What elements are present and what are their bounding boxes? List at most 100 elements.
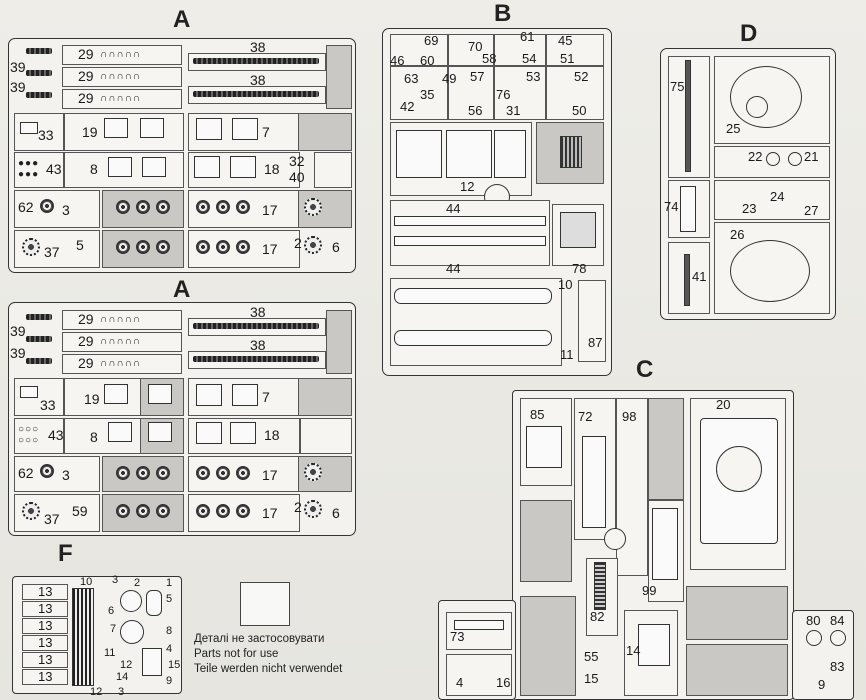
sprocket-part [304,500,322,518]
sprocket-part [304,236,322,254]
part-number: 35 [420,87,435,102]
part-number: 20 [716,397,731,412]
bogie-part [140,118,164,138]
row-cell [62,354,182,374]
row-cell [14,152,64,188]
wheel-part [236,504,250,518]
row-cell [494,34,546,66]
row-cell [22,635,68,651]
bogie-part [108,157,132,177]
track-link [26,358,52,364]
part-number: 8 [90,429,98,445]
part-number: 70 [468,39,483,54]
part-number: 13 [38,669,53,684]
part-number: 21 [804,149,819,164]
sprue-ring [604,528,626,550]
part-number: 3 [112,574,119,586]
row-cell [446,612,512,650]
pe-bracket-part [146,590,162,616]
pe-ring-part [120,590,142,612]
track-run [193,323,319,329]
legend-swatch [240,582,290,626]
wheel-part [236,200,250,214]
ring-part [806,630,822,646]
turret-ring [716,446,762,492]
suspension-part [196,422,222,444]
track-pins: ∩∩∩∩∩ [100,336,141,347]
part-number: 25 [726,121,741,136]
part-number: 33 [40,397,56,413]
grille-part [560,136,582,168]
part-number: 9 [166,675,173,687]
wheel-part [216,504,230,518]
sprue-gate [520,500,572,582]
bogie-part [148,384,172,404]
wheel-part [40,464,54,478]
part-number: 32 [289,153,305,169]
track-run [193,356,319,362]
part-number: 58 [482,51,497,66]
wheel-part [136,240,150,254]
part-number: 76 [496,87,511,102]
part-number: 39 [10,59,26,75]
sprue-gate [686,586,788,640]
part-number: 38 [250,337,266,353]
part-number: 33 [38,127,54,143]
row-cell [616,398,648,576]
part-number: 2 [294,499,302,515]
row-cell [448,34,494,66]
legend-text-english: Parts not for use [194,648,279,660]
fender-part [582,436,606,528]
part-number: 38 [250,39,266,55]
track-guard-part [394,330,552,346]
wheel-part [236,466,250,480]
part-number: 10 [558,277,573,292]
track-pins: ∩∩∩∩∩ [100,49,141,60]
rod-part [684,254,690,306]
turret-top-part [730,66,802,128]
hatch-part [746,96,768,118]
part-number: 80 [806,613,821,628]
part-number: 84 [830,613,845,628]
row-cell [300,418,352,454]
box-part [560,212,596,248]
sprue-gate [648,398,684,500]
wheel-part [236,240,250,254]
row-cell [22,669,68,685]
bar-part [454,620,504,630]
row-cell [390,66,448,120]
row-cell [22,652,68,668]
wheel-part [216,200,230,214]
part-number: 12 [90,686,103,698]
row-cell [22,618,68,634]
barrel-part [685,60,691,172]
part-number: 13 [38,635,53,650]
part-number: 12 [120,659,133,671]
rail-part [394,236,546,246]
part-number: 13 [38,584,53,599]
part-number: 19 [82,124,98,140]
suspension-part [230,422,256,444]
part-number: 85 [530,407,545,422]
track-guard-part [394,288,552,304]
row-cell [390,34,448,66]
part-number: 11 [104,647,116,659]
track-run [193,58,319,64]
wheel-part [136,466,150,480]
sprocket-part [22,238,40,256]
part-number: 39 [10,345,26,361]
part-number: 29 [78,68,94,84]
part-number: 73 [450,629,465,644]
part-number: 50 [572,103,587,118]
part-number: 39 [10,323,26,339]
track-pins: ∩∩∩∩∩ [100,93,141,104]
hull-panel [396,130,442,178]
part-number: 62 [18,465,34,481]
part-number: 61 [520,29,535,44]
part-number: 74 [664,199,679,214]
part-number: 40 [289,169,305,185]
mantlet-part [680,186,696,232]
part-number: 98 [622,409,637,424]
ring-part [766,152,780,166]
part-number: 3 [62,467,70,483]
